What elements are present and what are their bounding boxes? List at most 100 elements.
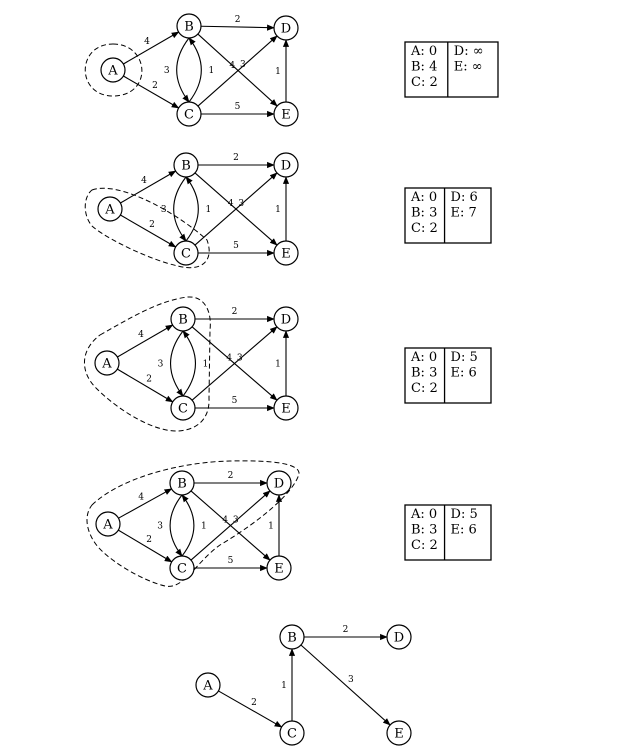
node-label: D <box>281 22 291 37</box>
node-label: E <box>274 562 284 577</box>
edge-c-b <box>181 494 195 557</box>
edge-weight-label: 2 <box>146 375 152 385</box>
graph-node-e: E <box>273 395 299 421</box>
edge-weight-label: 1 <box>201 522 207 532</box>
distance-entry-a: A: 0 <box>410 350 437 365</box>
graph-node-b: B <box>279 624 305 650</box>
node-label: D <box>281 313 291 328</box>
graph-node-c: C <box>169 555 195 581</box>
node-label: B <box>177 477 187 492</box>
edge-weight-label: 5 <box>228 556 234 566</box>
edge-a-c <box>118 529 173 563</box>
edge-weight-label: 3 <box>157 522 163 532</box>
graph-node-c: C <box>170 395 196 421</box>
node-label: E <box>394 727 404 742</box>
graph-node-e: E <box>273 101 299 127</box>
edge-weight-label: 2 <box>146 535 152 545</box>
distance-entry-d: D: ∞ <box>454 44 484 59</box>
distance-entry-a: A: 0 <box>410 190 437 205</box>
edge-weight-label: 3 <box>240 60 246 70</box>
graph-node-d: D <box>266 470 292 496</box>
graph-node-b: B <box>176 13 202 39</box>
visited-set-outline <box>84 187 210 269</box>
distance-table: A: 0B: 3C: 2D: 5E: 6 <box>404 347 492 404</box>
distance-entry-d: D: 5 <box>451 507 478 522</box>
tree-edge-b-e <box>300 644 391 726</box>
distance-entry-a: A: 0 <box>410 507 437 522</box>
edge-weight-label: 2 <box>232 307 238 317</box>
node-label: D <box>394 631 404 646</box>
graph-node-b: B <box>173 152 199 178</box>
tree-edge-a-c <box>218 690 283 728</box>
graph-node-c: C <box>173 240 199 266</box>
graph-node-d: D <box>273 306 299 332</box>
edge-b-c <box>173 176 187 242</box>
distance-entry-b: B: 3 <box>411 366 437 381</box>
edge-weight-label: 1 <box>275 67 281 77</box>
edge-weight-label: 2 <box>343 625 349 635</box>
edge-c-d <box>194 172 278 246</box>
edge-weight-label: 1 <box>205 205 211 215</box>
edge-c-b <box>185 176 199 242</box>
edge-weight-label: 3 <box>158 360 164 370</box>
distance-entry-b: B: 4 <box>411 60 437 75</box>
edge-weight-label: 3 <box>164 66 170 76</box>
edge-a-b <box>117 324 174 358</box>
edge-b-c <box>170 330 184 397</box>
edge-weight-label: 2 <box>149 220 155 230</box>
distance-entry-c: C: 2 <box>411 75 438 90</box>
graph-node-d: D <box>386 624 412 650</box>
distance-table: A: 0B: 3C: 2D: 5E: 6 <box>404 504 492 561</box>
edge-a-c <box>123 75 180 109</box>
edge-weight-label: 2 <box>251 698 257 708</box>
graph-node-e: E <box>273 240 299 266</box>
node-label: A <box>102 518 113 533</box>
node-label: C <box>184 108 194 123</box>
edge-a-b <box>123 31 180 65</box>
graph-node-d: D <box>273 152 299 178</box>
distance-table: A: 0B: 4C: 2D: ∞E: ∞ <box>404 41 499 98</box>
node-label: C <box>181 247 191 262</box>
node-label: A <box>101 357 112 372</box>
edge-weight-label: 4 <box>229 61 235 71</box>
edge-weight-label: 4 <box>222 515 228 525</box>
edge-b-c <box>169 494 183 557</box>
edge-weight-label: 2 <box>233 153 239 163</box>
edge-weight-label: 4 <box>228 199 234 209</box>
edge-c-b <box>188 37 202 103</box>
node-label: D <box>281 159 291 174</box>
edge-weight-label: 1 <box>281 681 287 691</box>
node-label: C <box>178 402 188 417</box>
distance-entry-e: E: 6 <box>451 366 477 381</box>
distance-entry-d: D: 5 <box>451 350 478 365</box>
graph-node-c: C <box>279 720 305 746</box>
graph-node-e: E <box>266 555 292 581</box>
edge-weight-label: 1 <box>275 360 281 370</box>
edge-c-d <box>197 35 278 107</box>
edge-b-e <box>197 33 278 107</box>
edge-c-d <box>190 490 271 561</box>
edge-a-b <box>120 170 177 204</box>
edge-weight-label: 5 <box>233 241 239 251</box>
graph-node-b: B <box>170 306 196 332</box>
node-label: C <box>287 727 297 742</box>
edge-weight-label: 2 <box>228 471 234 481</box>
edge-weight-label: 3 <box>161 205 167 215</box>
edge-weight-label: 4 <box>141 176 147 186</box>
node-label: E <box>281 247 291 262</box>
node-label: A <box>202 679 213 694</box>
distance-entry-c: C: 2 <box>411 538 438 553</box>
distance-entry-b: B: 3 <box>411 523 437 538</box>
edge-weight-label: 5 <box>235 102 241 112</box>
edge-b-c <box>176 37 190 103</box>
graph-node-b: B <box>169 470 195 496</box>
distance-entry-e: E: ∞ <box>454 60 483 75</box>
edge-b-d <box>200 24 275 31</box>
graph-node-a: A <box>95 511 121 537</box>
distance-entry-b: B: 3 <box>411 206 437 221</box>
